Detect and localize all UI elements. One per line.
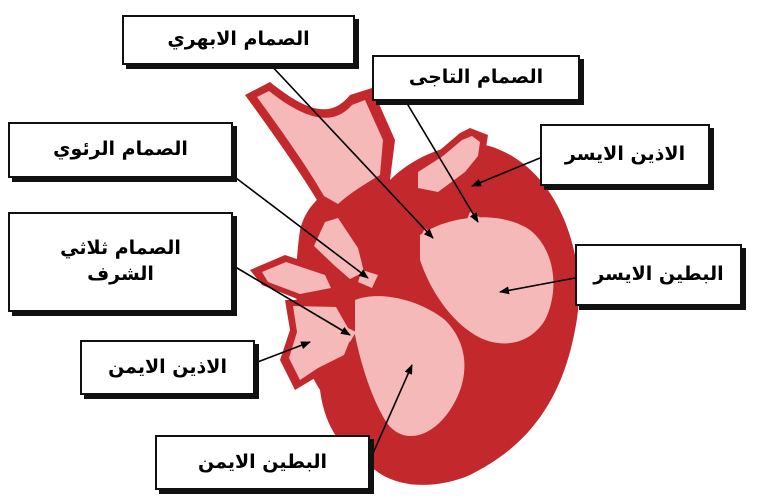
heart-illustration	[245, 82, 579, 485]
right-atrium-text: الاذين الايمن	[108, 355, 227, 381]
left-atrium-text: الاذين الايسر	[565, 142, 685, 168]
tricuspid-valve-text-line1: الصمام ثلاثي	[60, 236, 181, 262]
label-left-ventricle: البطين الايسر	[575, 244, 742, 306]
pulmonary-valve-text: الصمام الرئوي	[53, 137, 188, 163]
label-right-atrium: الاذين الايمن	[80, 340, 255, 395]
label-pulmonary-valve: الصمام الرئوي	[8, 122, 233, 178]
label-right-ventricle: البطين الايمن	[155, 435, 370, 490]
tricuspid-valve-text-line2: الشرف	[87, 262, 154, 288]
aortic-valve-text: الصمام الابهري	[167, 27, 309, 53]
mitral-valve-text: الصمام التاجى	[409, 65, 543, 91]
right-ventricle-text: البطين الايمن	[198, 450, 327, 476]
label-left-atrium: الاذين الايسر	[540, 124, 710, 186]
label-mitral-valve: الصمام التاجى	[372, 55, 580, 101]
left-ventricle-text: البطين الايسر	[593, 262, 723, 288]
label-aortic-valve: الصمام الابهري	[122, 15, 355, 65]
label-tricuspid-valve: الصمام ثلاثي الشرف	[8, 212, 233, 312]
